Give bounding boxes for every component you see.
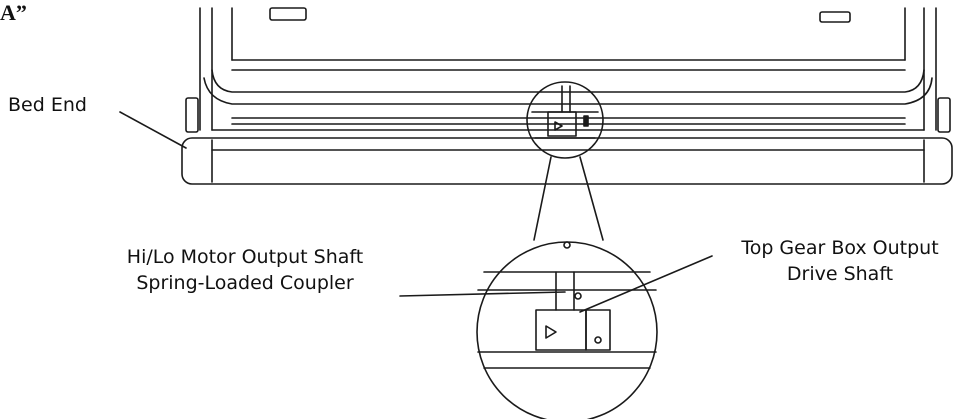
- motor-shaft-label-line2: Spring-Loaded Coupler: [136, 272, 354, 294]
- figure-title-fragment: A”: [0, 0, 27, 25]
- detail-circle-small: [526, 81, 604, 159]
- bed-end-bar: [181, 137, 953, 185]
- bed-end-label: Bed End: [8, 94, 87, 116]
- detail-circle-large: [476, 241, 658, 419]
- motor-shaft-label: Hi/Lo Motor Output Shaft Spring-Loaded C…: [80, 244, 410, 296]
- leader-lines: [119, 111, 713, 313]
- gearbox-label-line1: Top Gear Box Output: [741, 237, 939, 259]
- motor-shaft-label-line1: Hi/Lo Motor Output Shaft: [126, 246, 364, 268]
- bed-frame: [185, 7, 951, 133]
- gearbox-label: Top Gear Box Output Drive Shaft: [706, 235, 974, 287]
- magnify-connector: [533, 156, 604, 241]
- gearbox-label-line2: Drive Shaft: [786, 263, 894, 285]
